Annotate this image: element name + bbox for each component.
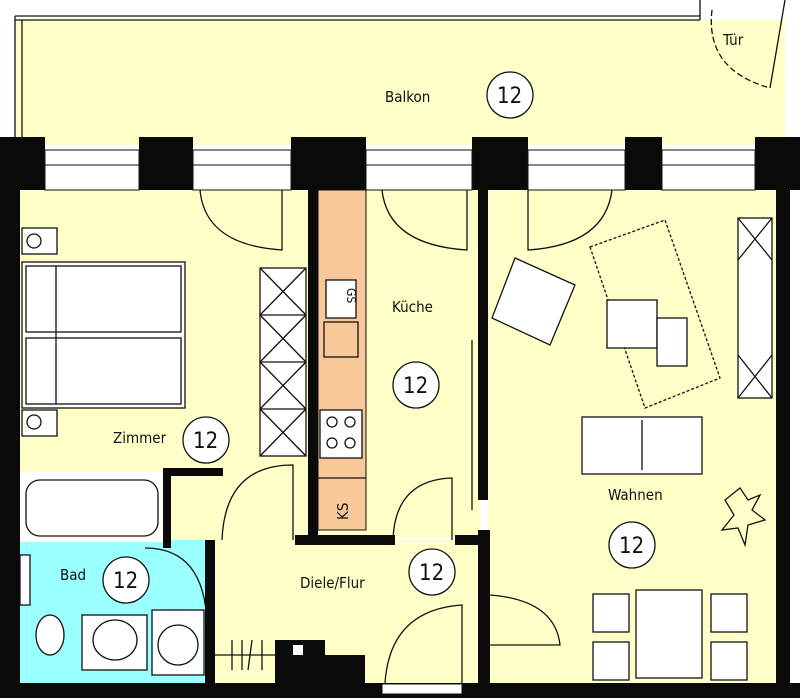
windows: [44, 149, 756, 191]
room-zimmer: Zimmer 12: [113, 416, 230, 464]
room-diele: Diele/Flur 12: [300, 548, 456, 596]
svg-text:12: 12: [193, 429, 218, 454]
svg-text:Zimmer: Zimmer: [113, 429, 167, 447]
svg-text:12: 12: [619, 534, 644, 559]
chairs: [592, 593, 748, 681]
bed: [21, 261, 186, 409]
stove-burners: [326, 416, 356, 449]
fridge-label: KS: [334, 503, 352, 520]
svg-text:Wahnen: Wahnen: [608, 486, 663, 504]
walls: [0, 137, 800, 698]
shelf: [737, 217, 773, 399]
rug: [589, 219, 721, 409]
svg-text:Diele/Flur: Diele/Flur: [300, 574, 365, 592]
door-label: Tür: [722, 31, 744, 49]
washing-machine: [151, 609, 205, 676]
room-wohnen: Wahnen 12: [608, 486, 663, 569]
svg-text:Küche: Küche: [392, 298, 433, 316]
toilet: [35, 614, 65, 656]
kitchen-counter: [317, 189, 367, 531]
door-swings: [144, 189, 613, 684]
svg-text:12: 12: [419, 561, 444, 586]
nightstand: [21, 227, 58, 255]
stove-icon: [319, 409, 363, 459]
bathtub: [25, 479, 159, 537]
radiator: [19, 554, 31, 606]
balcony-floor: [15, 20, 785, 145]
sink-icon: [323, 321, 359, 358]
armchair: [491, 257, 576, 346]
svg-text:Balkon: Balkon: [385, 88, 430, 106]
table: [606, 299, 658, 349]
nightstand: [21, 409, 58, 437]
balcony-door[interactable]: [699, 0, 786, 89]
svg-text:12: 12: [113, 569, 138, 594]
room-bad: Bad 12: [60, 556, 150, 604]
dishwasher-label: GS: [344, 288, 358, 303]
svg-text:12: 12: [403, 374, 428, 399]
svg-text:Bad: Bad: [60, 566, 86, 584]
room-balkon: Balkon 12: [385, 71, 534, 119]
dining-table: [635, 589, 703, 679]
svg-text:12: 12: [497, 84, 522, 109]
room-kueche: Küche 12: [392, 298, 440, 409]
wardrobe: [259, 267, 307, 457]
plant-icon: [720, 487, 767, 548]
